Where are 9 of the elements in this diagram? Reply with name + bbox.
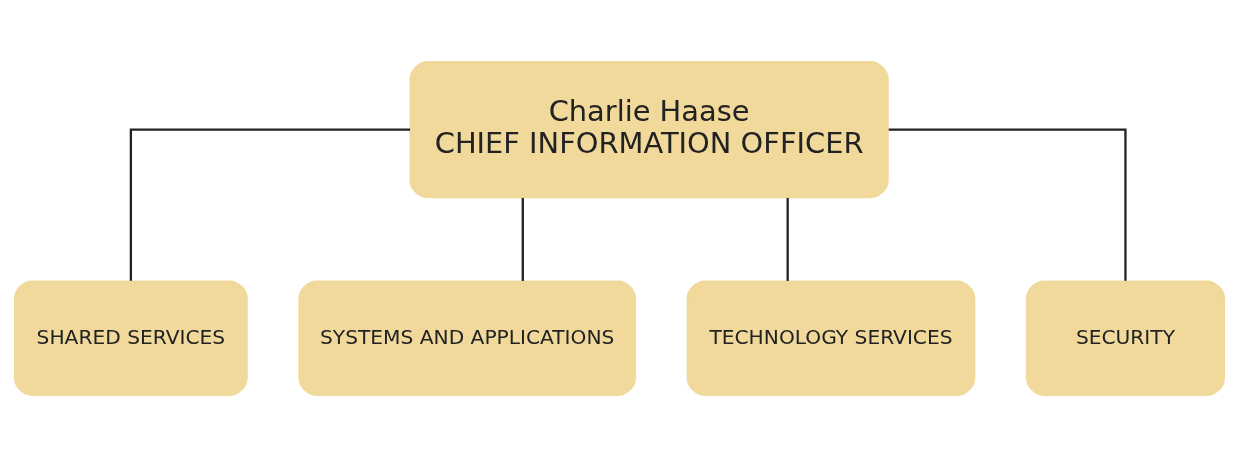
connector bbox=[888, 127, 1127, 281]
connector bbox=[786, 197, 789, 281]
connector bbox=[129, 127, 411, 281]
node-box: SYSTEMS AND APPLICATIONS bbox=[298, 279, 637, 396]
node-box: SHARED SERVICES bbox=[13, 279, 248, 396]
connector bbox=[521, 197, 524, 281]
node-box: TECHNOLOGY SERVICES bbox=[686, 279, 976, 396]
node-box: SECURITY bbox=[1025, 279, 1226, 396]
node-box: Charlie Haase CHIEF INFORMATION OFFICER bbox=[409, 60, 889, 198]
